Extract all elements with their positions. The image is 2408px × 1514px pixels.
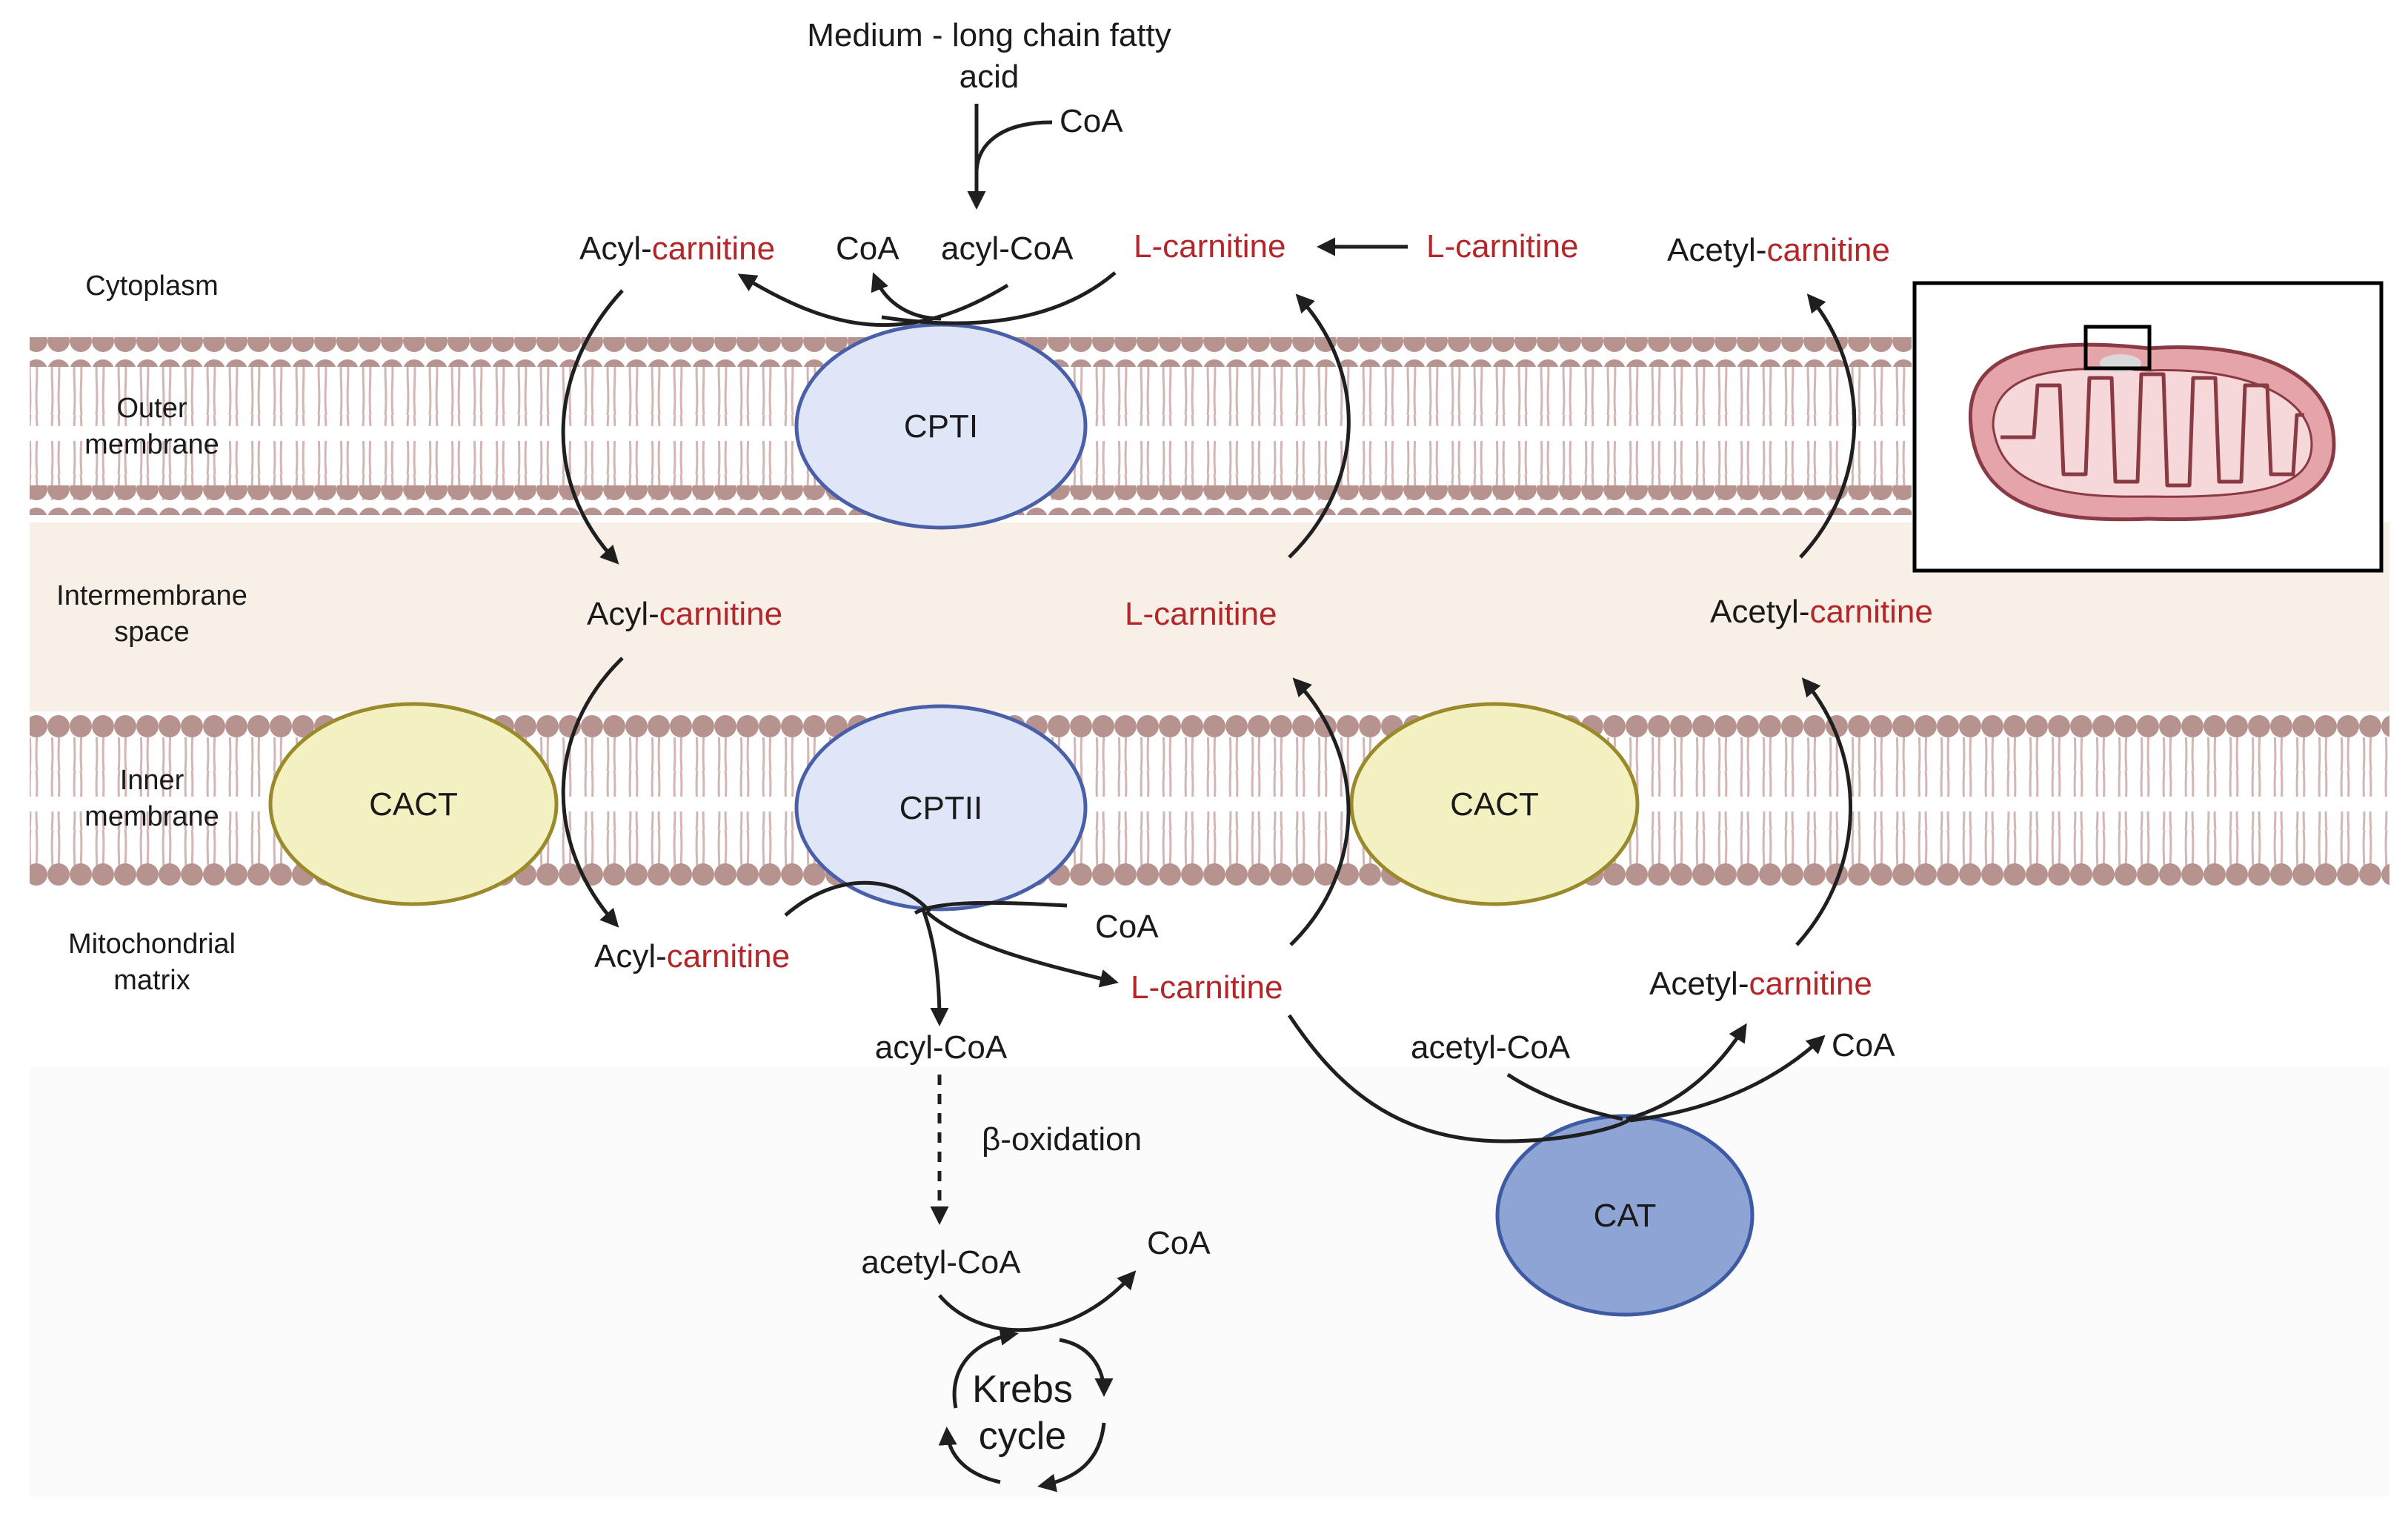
krebs-cycle-arrow-bottom-left — [938, 1427, 1001, 1484]
krebs-cycle-line1: Krebs — [972, 1368, 1073, 1411]
enzyme-cact-left: CACT — [268, 702, 559, 906]
cyto-acyl-coa: acyl-CoA — [941, 230, 1074, 267]
arrow-cpt1-to-coa — [871, 272, 942, 321]
region-intermembrane-line1: Intermembrane — [56, 580, 247, 611]
region-inner-membrane-line1: Inner — [120, 765, 184, 796]
matrix-acetyl-carnitine: Acetyl-carnitine — [1649, 966, 1872, 1002]
arrow-cpt2-from-acyl-carnitine — [784, 880, 931, 917]
matrix-coa-cat: CoA — [1832, 1027, 1895, 1063]
arrow-acetyl-carnitine-outer-up — [1799, 293, 1857, 559]
cyto-coa: CoA — [836, 230, 899, 267]
enzyme-cpt2: CPTII — [794, 704, 1088, 912]
krebs-cycle-arrow-top-left — [952, 1327, 1019, 1409]
arrow-cat-to-acetyl-carnitine — [1626, 1023, 1747, 1121]
enzyme-cact-right: CACT — [1349, 702, 1640, 906]
coa-top: CoA — [1060, 103, 1123, 139]
ims-acyl-carnitine: Acyl-carnitine — [587, 596, 782, 632]
arrow-cat-to-coa — [1629, 1035, 1826, 1123]
arrow-lcarnitine-to-cpt1 — [881, 271, 1117, 325]
fatty-acid-label-line2: acid — [959, 59, 1020, 95]
arrow-cpt2-to-lcarnitine — [925, 910, 1119, 988]
cyto-l-carnitine-left: L-carnitine — [1134, 228, 1286, 265]
matrix-acetyl-coa-krebs: acetyl-CoA — [861, 1244, 1021, 1281]
matrix-acyl-carnitine: Acyl-carnitine — [594, 938, 790, 975]
matrix-band — [30, 1067, 2389, 1497]
enzyme-cat: CAT — [1495, 1114, 1755, 1317]
arrow-cpt2-to-acyl-coa — [920, 907, 949, 1026]
matrix-coa-krebs: CoA — [1147, 1225, 1211, 1261]
svg-text:CACT: CACT — [369, 786, 458, 823]
fatty-acid-label-line1: Medium - long chain fatty — [807, 17, 1171, 53]
arrow-lcarnitine-inner-up — [1289, 677, 1351, 946]
beta-oxidation-label: β-oxidation — [982, 1121, 1142, 1158]
svg-text:CPTII: CPTII — [899, 790, 982, 826]
arrow-lcarnitine-to-cat — [1287, 1014, 1632, 1143]
svg-text:CAT: CAT — [1594, 1198, 1657, 1234]
enzyme-cpt1: CPTI — [794, 322, 1088, 530]
region-intermembrane-line2: space — [114, 617, 189, 648]
krebs-cycle-arrow-bottom-right — [1037, 1422, 1106, 1493]
arrow-cpt2-coa-in — [914, 900, 1068, 915]
cyto-acyl-carnitine: Acyl-carnitine — [579, 230, 775, 267]
arrow-acyl-carnitine-outer — [561, 289, 624, 565]
matrix-coa-cpt2: CoA — [1095, 909, 1159, 945]
cyto-acetyl-carnitine: Acetyl-carnitine — [1667, 232, 1890, 268]
arrow-lcarnitine-outer-up — [1288, 293, 1351, 559]
mitochondrion-inset — [1912, 281, 2384, 573]
svg-text:CACT: CACT — [1450, 786, 1539, 823]
reaction-arrows — [561, 104, 1857, 1493]
matrix-acyl-coa: acyl-CoA — [875, 1029, 1008, 1066]
krebs-cycle-line2: cycle — [979, 1415, 1066, 1458]
arrow-acetyl-coa-to-coa — [938, 1270, 1137, 1332]
matrix-acetyl-coa-cat: acetyl-CoA — [1411, 1029, 1571, 1066]
ims-l-carnitine: L-carnitine — [1125, 596, 1277, 632]
arrow-acyl-carnitine-inner — [561, 657, 624, 928]
arrow-cpt1-to-acyl-carnitine — [737, 273, 1009, 328]
arrow-acetyl-carnitine-inner-up — [1795, 677, 1853, 946]
arrow-coa-join — [974, 120, 1053, 171]
region-matrix-line1: Mitochondrial — [68, 929, 236, 960]
svg-text:CPTI: CPTI — [904, 408, 978, 445]
arrow-acetyl-coa-to-cat — [1506, 1072, 1623, 1121]
region-outer-membrane-line2: membrane — [84, 429, 219, 460]
krebs-cycle-arrow-top-right — [1059, 1338, 1114, 1397]
ims-acetyl-carnitine: Acetyl-carnitine — [1710, 594, 1933, 630]
region-inner-membrane-line2: membrane — [84, 801, 219, 832]
cyto-l-carnitine-right: L-carnitine — [1426, 228, 1578, 265]
region-outer-membrane-line1: Outer — [116, 393, 187, 424]
region-matrix-line2: matrix — [113, 965, 190, 996]
region-cytoplasm: Cytoplasm — [85, 270, 219, 302]
matrix-l-carnitine: L-carnitine — [1131, 969, 1283, 1006]
